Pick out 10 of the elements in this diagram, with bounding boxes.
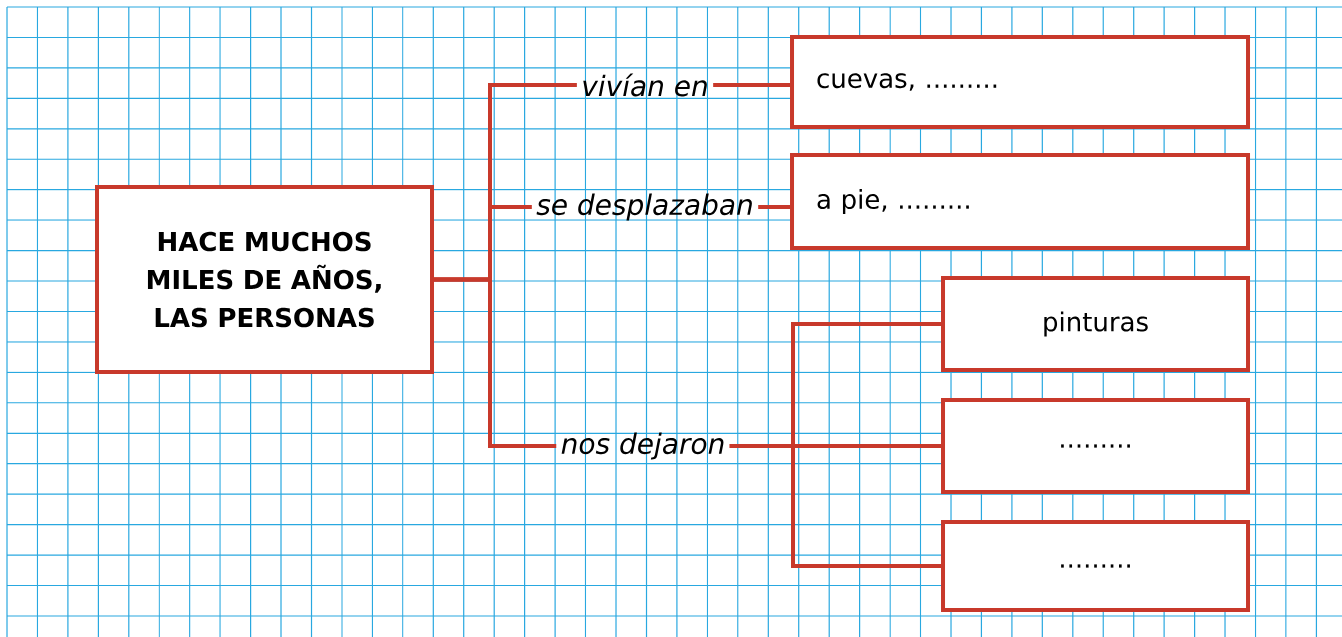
answer-box: ......... — [941, 398, 1250, 494]
answer-box: ......... — [941, 520, 1250, 612]
connector-line — [434, 277, 557, 448]
answer-box: pinturas — [941, 276, 1250, 372]
connector-line — [713, 83, 790, 87]
answer-box: a pie, ......... — [790, 153, 1250, 250]
answer-box: cuevas, ......... — [790, 35, 1250, 129]
connector-line — [729, 444, 941, 568]
connector-line — [758, 205, 790, 209]
concept-box: HACE MUCHOS MILES DE AÑOS, LAS PERSONAS — [95, 185, 434, 374]
